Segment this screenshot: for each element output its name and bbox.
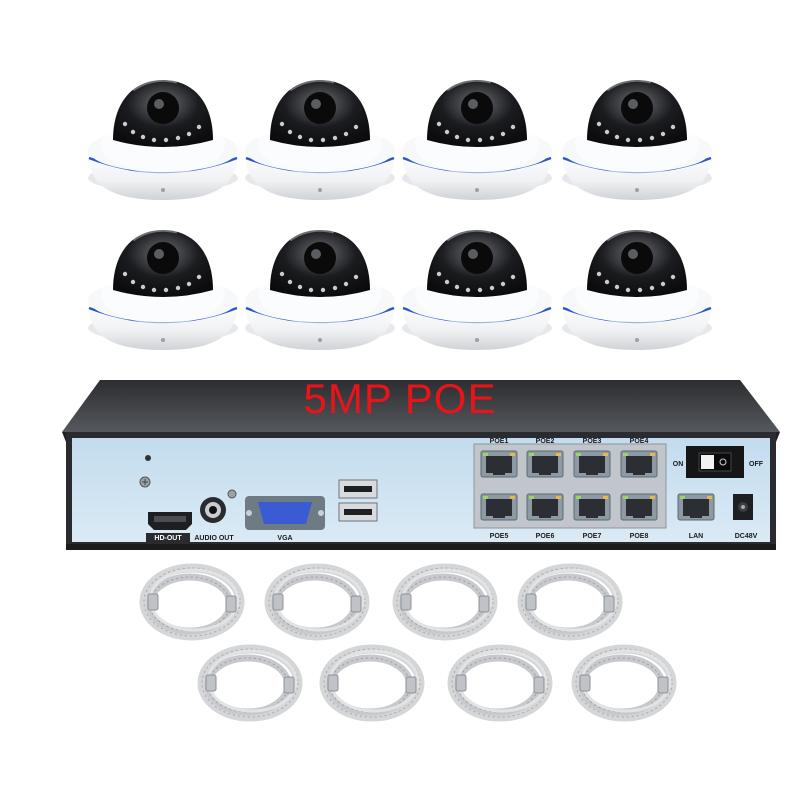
poe-port-icon <box>480 450 518 478</box>
network-cable-icon <box>144 568 240 636</box>
product-headline: 5MP POE <box>303 375 497 422</box>
nvr-recorder: HD-OUT AUDIO OUT VGA POE1 POE2 POE3 POE4… <box>62 380 780 550</box>
poe-label-bottom: POE8 <box>630 533 649 540</box>
ground-screw-icon <box>227 489 237 499</box>
dome-camera-icon <box>243 228 397 352</box>
dome-camera-icon <box>560 78 714 202</box>
dome-camera-icon <box>400 78 554 202</box>
network-cable-icon <box>202 649 298 717</box>
vga-label: VGA <box>277 535 292 542</box>
poe-label-bottom: POE6 <box>536 533 555 540</box>
dome-camera-icon <box>243 78 397 202</box>
poe-label-bottom: POE5 <box>490 533 509 540</box>
poe-port-icon <box>526 493 564 521</box>
network-cable-icon <box>452 649 548 717</box>
network-cable-icon <box>324 649 420 717</box>
poe-label-top: POE1 <box>490 438 509 445</box>
dome-camera-icon <box>400 228 554 352</box>
lan-port-icon <box>677 493 715 521</box>
hdmi-label: HD-OUT <box>154 535 182 542</box>
network-cable-icon <box>397 568 493 636</box>
poe-port-icon <box>573 450 611 478</box>
dome-camera-icon <box>560 228 714 352</box>
poe-port-icon <box>526 450 564 478</box>
dc-label: DC48V <box>735 533 758 540</box>
reset-hole-icon <box>145 455 151 461</box>
dome-camera-icon <box>86 78 240 202</box>
poe-label-bottom: POE7 <box>583 533 602 540</box>
poe-port-icon <box>573 493 611 521</box>
audio-label: AUDIO OUT <box>194 535 234 542</box>
poe-port-icon <box>620 450 658 478</box>
switch-on-label: ON <box>673 461 684 468</box>
poe-label-top: POE4 <box>630 438 649 445</box>
switch-off-label: OFF <box>749 461 764 468</box>
poe-port-icon <box>620 493 658 521</box>
lan-label: LAN <box>689 533 703 540</box>
network-cable-icon <box>269 568 365 636</box>
dome-camera-icon <box>86 228 240 352</box>
poe-label-top: POE2 <box>536 438 555 445</box>
network-cable-icon <box>522 568 618 636</box>
poe-port-icon <box>480 493 518 521</box>
poe-label-top: POE3 <box>583 438 602 445</box>
network-cable-icon <box>576 649 672 717</box>
